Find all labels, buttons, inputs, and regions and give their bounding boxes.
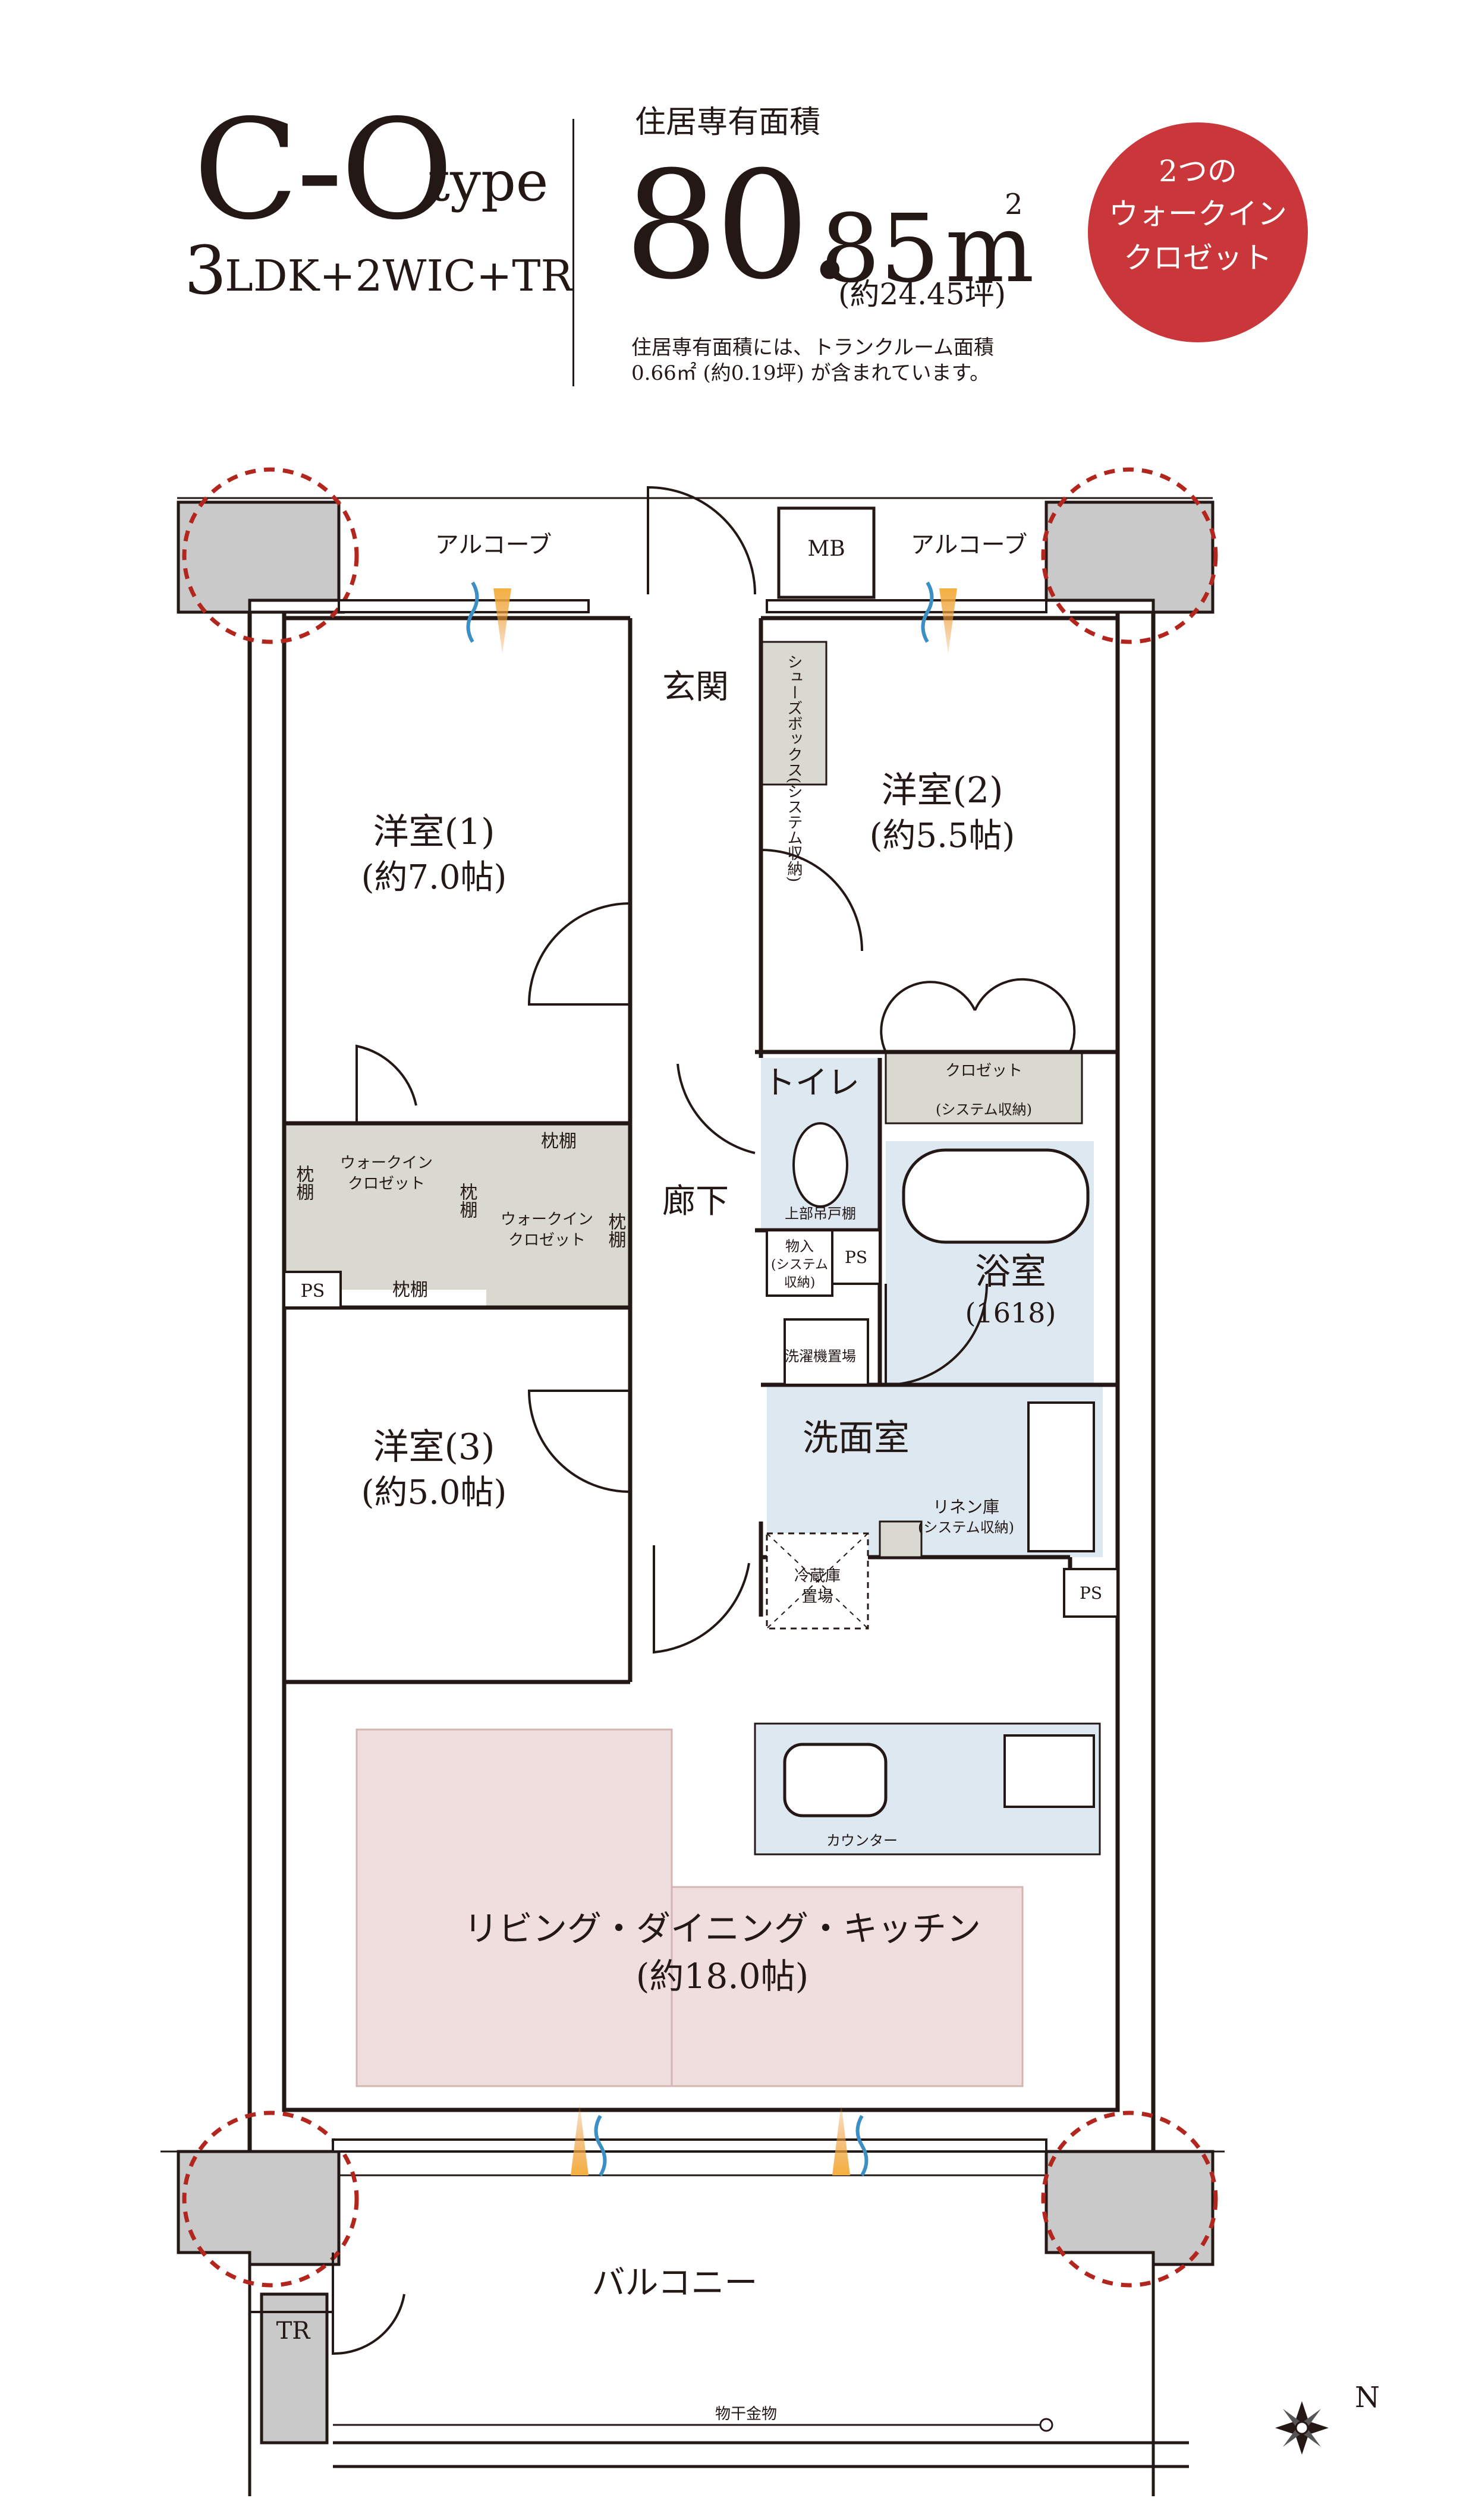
ldk-name: リビング・ダイニング・キッチン [464,1908,981,1949]
room3-size: (約5.0帖) [361,1473,507,1512]
balcony-label: バルコニー [592,2264,758,2302]
layout-description: LDK+2WIC+TR [225,251,573,301]
washer-box [784,1318,869,1386]
fridge-label-line2: 置場 [802,1588,833,1606]
entrance-door [647,486,756,595]
storage-box [766,1229,833,1297]
corridor-label: 廊下 [662,1182,729,1221]
washroom-label: 洗面室 [803,1418,910,1459]
alcove-left-label: アルコーブ [435,531,552,559]
tr-label: TR [276,2317,312,2345]
storage-label-line1: 物入 [785,1238,814,1255]
entrance-label: 玄関 [662,668,729,707]
stove [1003,1734,1095,1808]
badge-line1: 2つの [1159,154,1237,188]
wic1-floor [284,1123,486,1290]
wic1-label-line1: ウォークイン [340,1154,433,1172]
ldk-highlight-b [671,1886,1024,2087]
windows [332,599,1047,2153]
corner-circles [182,467,1218,2288]
shoebox-cabinet [760,641,828,786]
bath-size: (1618) [965,1297,1056,1329]
shelf-right-label: 枕棚 [605,1212,627,1248]
pillars [177,500,1215,2445]
bath-name: 浴室 [975,1251,1046,1293]
room2-size: (約5.5帖) [870,817,1015,855]
toilet-bowl [792,1122,848,1208]
toilet-cabinet-label: 上部吊戸棚 [785,1205,856,1222]
ps-left-label: PS [301,1281,325,1302]
storage-label-line2: (システム [771,1258,828,1272]
type-word: type [428,150,549,213]
washbasin [1027,1401,1095,1552]
shelf-left-label: 枕棚 [293,1165,314,1201]
room1-name: 洋室(1) [373,811,495,853]
area-tsubo: (約24.45坪) [838,277,1006,311]
shoebox-label: シューズボックス(システム収納) [785,654,803,882]
wic2-label-line2: クロゼット [508,1231,586,1249]
wic2-floor [486,1123,632,1308]
mb-box [777,506,876,599]
type-code: C-O [193,90,454,250]
toilet-label: トイレ [763,1064,860,1101]
area-integer: 80. [624,139,854,312]
badge-line3: クロゼット [1124,241,1272,275]
area-label: 住居専有面積 [635,105,821,140]
kitchen-sink [783,1743,888,1817]
bathtub [902,1148,1090,1244]
area-decimal: 85 [820,194,940,304]
closet-label-line2: (システム収納) [936,1101,1032,1118]
ldk-size: (約18.0帖) [636,1956,808,1996]
mb-label: MB [807,537,845,561]
ps-boxes [283,1229,1119,1618]
airflow-arrows [466,581,957,2176]
feature-badge [1088,122,1308,342]
laundry-pole-label: 物干金物 [715,2405,777,2423]
shelf-mid-label: 枕棚 [457,1183,478,1218]
counter-label: カウンター [826,1832,898,1849]
ps-mid-label: PS [845,1248,867,1267]
shelf-bottom-label: 枕棚 [392,1280,428,1300]
room-doors [332,848,1076,2355]
closet-cabinet [885,1051,1083,1124]
ldk-highlight-a [355,1728,673,2087]
alcove-right-label: アルコーブ [911,531,1027,559]
room3-name: 洋室(3) [373,1426,495,1468]
closet-label-line1: クロゼット [945,1062,1022,1080]
north-label: N [1355,2381,1380,2414]
north-compass-icon [1275,2401,1329,2455]
wic1-label-line2: クロゼット [348,1175,425,1193]
storage-label-line3: 収納) [784,1275,816,1290]
wic2-label-line1: ウォークイン [501,1211,593,1228]
linen-cabinet [879,1520,923,1558]
shelf-top-label: 枕棚 [541,1131,577,1152]
area-note-line1: 住居専有面積には、トランクルーム面積 [631,336,994,360]
ps-right-label: PS [1080,1583,1102,1603]
linen-label-line1: リネン庫 [933,1497,999,1517]
area-note-line2: 0.66㎡ (約0.19坪) が含まれています。 [631,361,990,385]
fridge-label-line1: 冷蔵庫 [794,1567,841,1585]
linen-label-line2: (システム収納) [918,1519,1014,1536]
badge-line2: ウォークイン [1109,197,1287,231]
area-unit-superscript: 2 [1005,188,1023,221]
washer-label: 洗濯機置場 [785,1348,856,1365]
area-unit: m [945,194,1034,304]
header-divider [572,119,574,386]
room1-size: (約7.0帖) [361,858,507,897]
room2-name: 洋室(2) [882,770,1003,811]
layout-number: 3 [184,232,227,310]
